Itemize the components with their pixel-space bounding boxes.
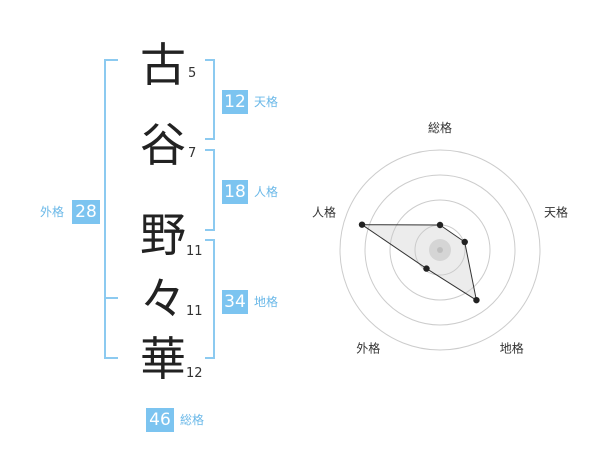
tenkaku-label: 天格: [254, 95, 279, 109]
name-char-1: 古: [140, 38, 186, 92]
stroke-count-2: 7: [188, 146, 197, 161]
tenkaku-value: 12: [222, 90, 248, 114]
radar-axis-label-3: 地格: [500, 341, 524, 356]
jinkaku-value: 18: [222, 180, 248, 204]
name-char-2: 谷: [140, 118, 186, 172]
gaikaku-value: 28: [72, 200, 100, 224]
radar-rings: [339, 149, 541, 351]
radar-area: [360, 224, 478, 302]
radar-points: [358, 221, 480, 304]
radar-ring-3: [364, 174, 516, 326]
jinkaku-label: 人格: [254, 185, 279, 199]
radar-point-3: [473, 296, 480, 304]
radar-ring-4: [339, 149, 541, 351]
radar-axis-label-5: 人格: [312, 204, 336, 219]
name-char-3: 野: [140, 208, 186, 262]
radar-point-1: [436, 221, 444, 229]
gaikaku-bracket: [104, 59, 118, 359]
radar-center-dot: [437, 247, 443, 253]
radar-point-2: [461, 238, 468, 246]
chikaku-value: 34: [222, 290, 248, 314]
gaikaku-label: 外格: [40, 205, 65, 219]
chikaku-bracket: [205, 239, 215, 359]
soukaku-label: 総格: [180, 413, 205, 427]
stroke-count-1: 5: [188, 66, 197, 81]
radar-ring-2: [389, 199, 491, 301]
tenkaku-bracket: [205, 59, 215, 140]
radar-axis-label-1: 総格: [428, 120, 452, 135]
stroke-count-3: 11: [186, 244, 203, 259]
radar-axis-label-2: 天格: [544, 204, 568, 219]
name-char-5: 華: [140, 332, 186, 386]
name-char-4: 々: [140, 272, 186, 326]
stroke-count-5: 12: [186, 366, 203, 381]
jinkaku-bracket: [205, 149, 215, 231]
stroke-count-4: 11: [186, 304, 203, 319]
chikaku-label: 地格: [254, 295, 279, 309]
soukaku-value: 46: [146, 408, 174, 432]
radar-point-5: [358, 221, 366, 228]
radar-axis-label-4: 外格: [356, 341, 380, 356]
radar-point-4: [423, 265, 430, 272]
